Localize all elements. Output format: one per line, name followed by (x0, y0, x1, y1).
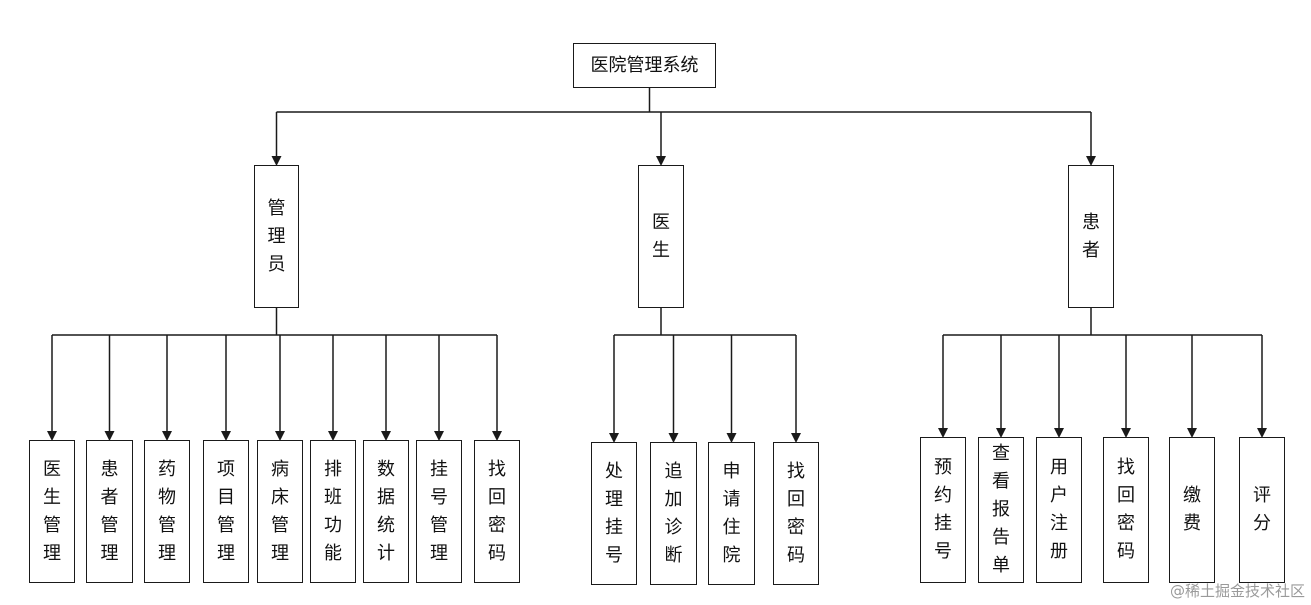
leaf-node-1-1: 追加诊断 (650, 442, 697, 585)
root-node-label: 医院管理系统 (590, 54, 699, 76)
leaf-node-2-5-label: 评分 (1253, 485, 1271, 534)
leaf-node-0-0-label: 医生管理 (43, 458, 61, 564)
branch-node-1: 医生 (638, 165, 684, 308)
leaf-node-0-5: 排班功能 (310, 440, 356, 583)
leaf-node-2-2: 用户注册 (1036, 437, 1082, 583)
leaf-node-0-3-label: 项目管理 (217, 458, 235, 564)
branch-node-0: 管理员 (254, 165, 299, 308)
leaf-node-0-8-label: 找回密码 (488, 458, 506, 564)
leaf-node-0-0: 医生管理 (29, 440, 75, 583)
watermark: @稀土掘金技术社区 (1169, 582, 1305, 600)
leaf-node-0-1: 患者管理 (86, 440, 133, 583)
leaf-node-0-2-label: 药物管理 (158, 458, 176, 564)
leaf-node-0-2: 药物管理 (144, 440, 190, 583)
leaf-node-1-1-label: 追加诊断 (664, 460, 683, 566)
leaf-node-0-6: 数据统计 (363, 440, 409, 583)
leaf-node-2-4: 缴费 (1169, 437, 1215, 583)
branch-node-2-label: 患者 (1082, 211, 1100, 261)
branch-node-0-label: 管理员 (267, 197, 286, 275)
leaf-node-2-1: 查看报告单 (978, 437, 1024, 583)
leaf-node-1-2-label: 申请住院 (722, 460, 741, 566)
leaf-node-2-4-label: 缴费 (1183, 485, 1201, 534)
leaf-node-2-2-label: 用户注册 (1050, 457, 1068, 562)
branch-node-1-label: 医生 (652, 211, 670, 261)
leaf-node-1-0-label: 处理挂号 (605, 460, 623, 566)
leaf-node-0-6-label: 数据统计 (377, 458, 395, 564)
leaf-node-0-3: 项目管理 (203, 440, 249, 583)
leaf-node-0-8: 找回密码 (474, 440, 520, 583)
leaf-node-0-4-label: 病床管理 (271, 458, 289, 564)
leaf-node-1-2: 申请住院 (708, 442, 755, 585)
branch-node-2: 患者 (1068, 165, 1114, 308)
leaf-node-0-1-label: 患者管理 (100, 458, 119, 564)
leaf-node-1-3-label: 找回密码 (787, 460, 805, 566)
leaf-node-2-0: 预约挂号 (920, 437, 966, 583)
leaf-node-1-3: 找回密码 (773, 442, 819, 585)
leaf-node-0-5-label: 排班功能 (324, 458, 342, 564)
leaf-node-0-4: 病床管理 (257, 440, 303, 583)
leaf-node-0-7: 挂号管理 (416, 440, 462, 583)
leaf-node-2-0-label: 预约挂号 (934, 457, 952, 562)
leaf-node-2-1-label: 查看报告单 (992, 443, 1010, 576)
leaf-node-2-3: 找回密码 (1103, 437, 1149, 583)
leaf-node-0-7-label: 挂号管理 (430, 458, 448, 564)
leaf-node-2-3-label: 找回密码 (1117, 457, 1135, 562)
leaf-node-2-5: 评分 (1239, 437, 1285, 583)
root-node: 医院管理系统 (573, 43, 716, 88)
leaf-node-1-0: 处理挂号 (591, 442, 637, 585)
